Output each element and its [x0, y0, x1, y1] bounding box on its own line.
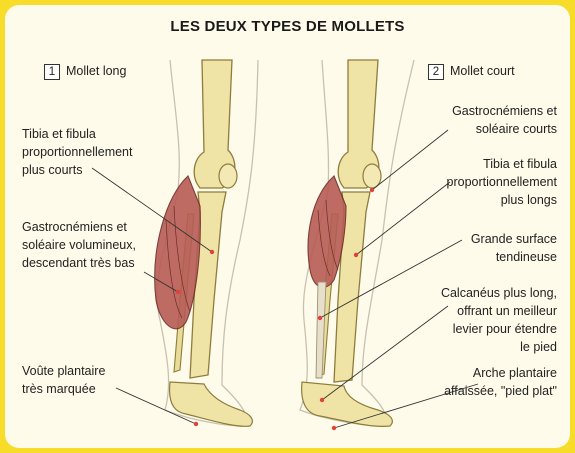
label-line: proportionnellement — [22, 143, 133, 161]
label-line: Calcanéus plus long, — [441, 284, 557, 302]
label-line: soléaire courts — [452, 120, 557, 138]
label-line: plus longs — [447, 191, 558, 209]
right-heading-text: Mollet court — [450, 64, 515, 78]
label-line: le pied — [441, 338, 557, 356]
right-label-arch: Arche plantaire affaissée, "pied plat" — [444, 364, 557, 400]
label-line: Tibia et fibula — [447, 155, 558, 173]
label-line: Grande surface — [471, 230, 557, 248]
label-line: soléaire volumineux, — [22, 236, 136, 254]
left-heading-text: Mollet long — [66, 64, 126, 78]
left-heading: 1 Mollet long — [44, 62, 126, 80]
left-number-box: 1 — [44, 64, 60, 80]
label-line: affaissée, "pied plat" — [444, 382, 557, 400]
label-line: levier pour étendre — [441, 320, 557, 338]
right-label-calcaneus: Calcanéus plus long, offrant un meilleur… — [441, 284, 557, 356]
right-leg-drawing — [300, 60, 414, 426]
label-line: plus courts — [22, 161, 133, 179]
left-label-muscles: Gastrocnémiens et soléaire volumineux, d… — [22, 218, 136, 272]
right-patella — [363, 164, 381, 188]
label-line: proportionnellement — [447, 173, 558, 191]
left-label-bones: Tibia et fibula proportionnellement plus… — [22, 125, 133, 179]
label-line: Gastrocnémiens et — [22, 218, 136, 236]
right-label-muscles: Gastrocnémiens et soléaire courts — [452, 102, 557, 138]
right-label-tendon: Grande surface tendineuse — [471, 230, 557, 266]
label-line: Gastrocnémiens et — [452, 102, 557, 120]
left-patella — [219, 164, 237, 188]
label-line: Arche plantaire — [444, 364, 557, 382]
right-number-box: 2 — [428, 64, 444, 80]
label-line: Tibia et fibula — [22, 125, 133, 143]
left-label-arch: Voûte plantaire très marquée — [22, 362, 105, 398]
diagram-title: LES DEUX TYPES DE MOLLETS — [0, 18, 575, 35]
right-heading: 2 Mollet court — [428, 62, 515, 80]
leader-lines — [92, 130, 478, 428]
label-line: descendant très bas — [22, 254, 136, 272]
label-line: offrant un meilleur — [441, 302, 557, 320]
left-leg-drawing — [155, 60, 258, 426]
label-line: Voûte plantaire — [22, 362, 105, 380]
label-line: tendineuse — [471, 248, 557, 266]
right-label-bones: Tibia et fibula proportionnellement plus… — [447, 155, 558, 209]
label-line: très marquée — [22, 380, 105, 398]
